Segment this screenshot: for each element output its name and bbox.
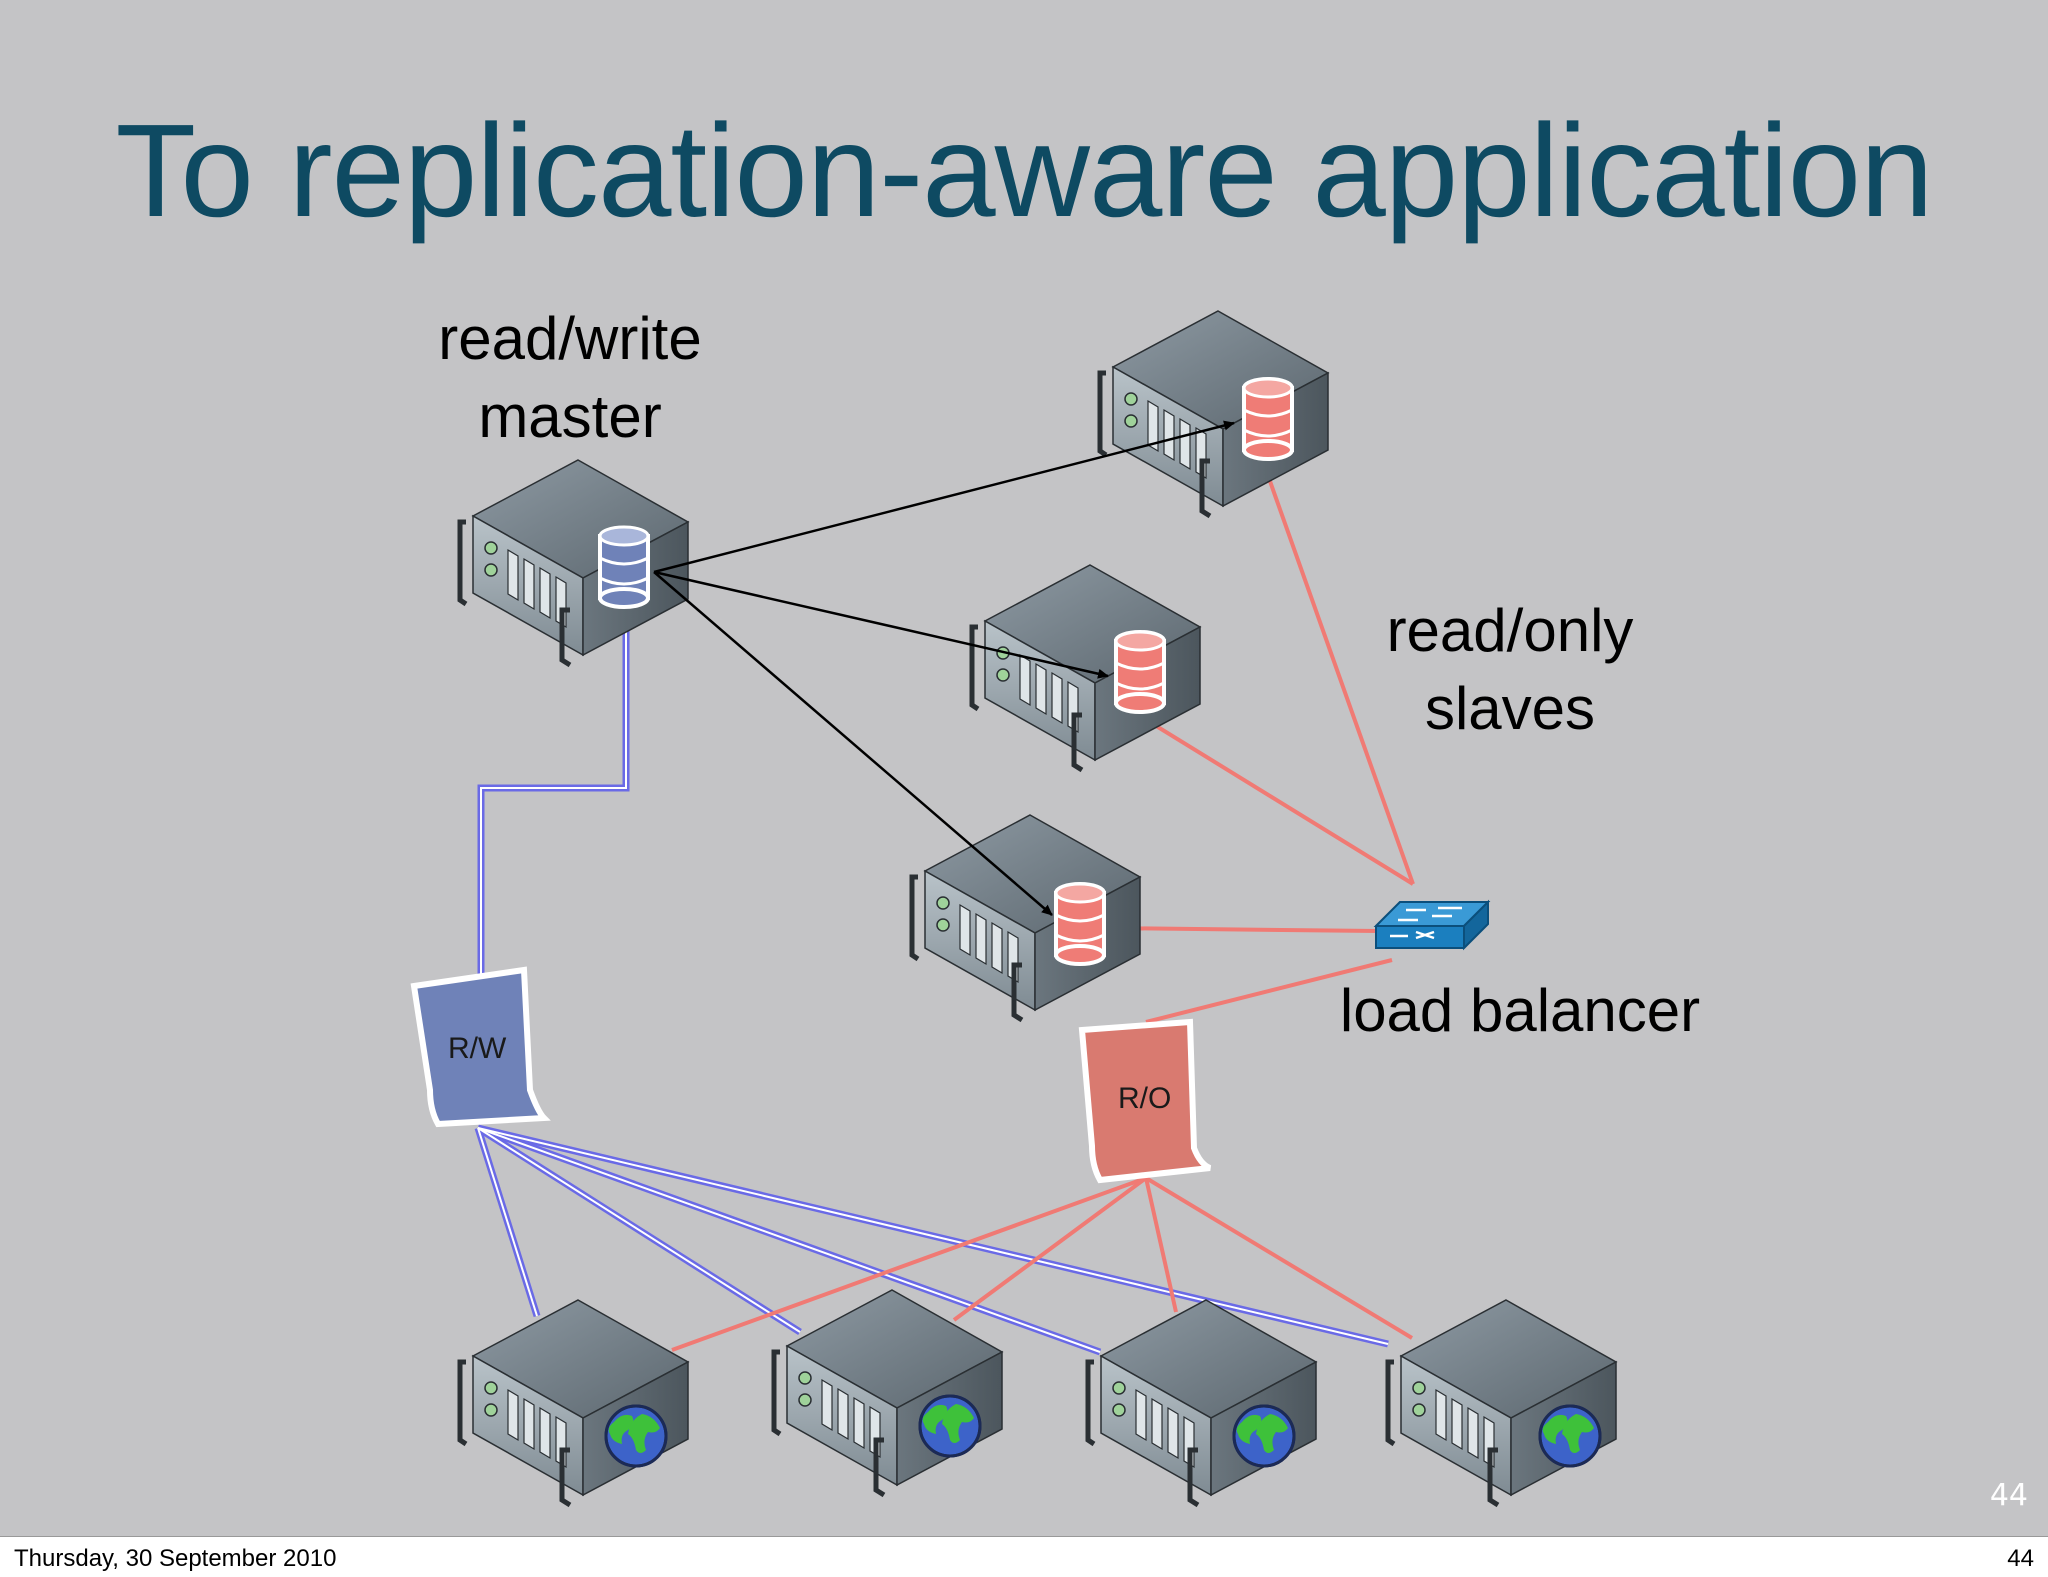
master-label-line-1: read/write [438, 305, 702, 372]
database-icon [1242, 377, 1294, 461]
rw-document-label: R/W [448, 1032, 507, 1065]
slide-number: 44 [1989, 1478, 2028, 1513]
database-icon [1054, 882, 1106, 966]
footer-date: Thursday, 30 September 2010 [14, 1545, 337, 1572]
globe-icon [918, 1394, 982, 1458]
globe-icon [604, 1404, 668, 1468]
switch-icon [1373, 899, 1491, 951]
web-server-2 [774, 1290, 1002, 1495]
ro-document-label: R/O [1118, 1082, 1171, 1115]
web-server-1 [460, 1300, 688, 1505]
slaves-label-line-2: slaves [1424, 675, 1596, 742]
master-label: read/write master [390, 300, 750, 456]
database-icon [1114, 630, 1166, 714]
rw-links [474, 606, 1389, 1356]
web-server-3 [1088, 1300, 1316, 1505]
replication-diagram: R/W R/O [410, 0, 2048, 1536]
ro-document: R/O [1078, 1018, 1212, 1184]
slide: R/W R/O To replication-aware application… [0, 0, 2048, 1536]
globe-icon [1538, 1404, 1602, 1468]
load-balancer-label: load balancer [1339, 977, 1701, 1044]
database-icon [598, 525, 650, 609]
web-server-4 [1388, 1300, 1616, 1505]
slaves-label: read/only slaves [1330, 592, 1690, 748]
rw-document: R/W [410, 966, 551, 1128]
footer-page-number: 44 [2007, 1545, 2034, 1572]
globe-icon [1232, 1404, 1296, 1468]
slaves-label-line-1: read/only [1386, 597, 1634, 664]
ro-links [671, 469, 1415, 1352]
slide-title: To replication-aware application [115, 97, 1933, 244]
master-label-line-2: master [478, 383, 662, 450]
footer: Thursday, 30 September 2010 44 [0, 1536, 2048, 1577]
replication-arrows [653, 420, 1235, 916]
master-server [460, 460, 688, 665]
